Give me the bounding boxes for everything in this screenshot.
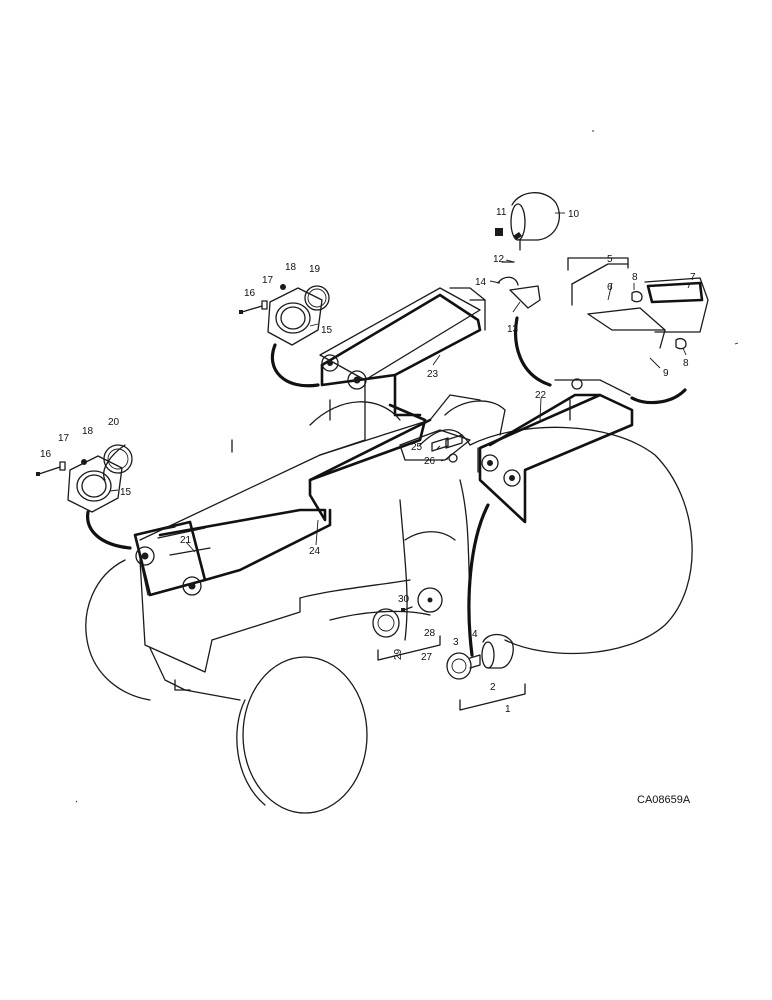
- cab-panels: [139, 287, 631, 541]
- callout-8-lower: 8: [683, 358, 689, 369]
- lamp-housing-15-upper: [267, 287, 323, 346]
- callout-8-upper: 8: [632, 272, 638, 283]
- callout-14: 14: [475, 277, 487, 288]
- beacon-lamp-parts: [446, 633, 514, 680]
- drawing-code: CA08659A: [637, 794, 691, 806]
- callout-3: 3: [453, 637, 459, 648]
- callout-18-lower: 18: [82, 426, 94, 437]
- leader-arcs: [86, 316, 687, 657]
- callout-labels: 1 2 3 4 5 6 7 8 8 9 10 11 12 13 14 15 15…: [40, 207, 696, 715]
- callout-25: 25: [411, 442, 423, 453]
- callout-2: 2: [490, 682, 496, 693]
- callout-30: 30: [398, 594, 410, 605]
- callout-17-upper: 17: [262, 275, 274, 286]
- fasteners-lower: [36, 459, 87, 476]
- bracket-21: [157, 527, 211, 556]
- callout-12: 12: [493, 254, 505, 265]
- flasher-parts: [372, 587, 443, 638]
- group-brackets: [377, 257, 629, 711]
- callout-5: 5: [607, 254, 613, 265]
- callout-24: 24: [309, 546, 321, 557]
- callout-7: 7: [690, 272, 696, 283]
- wiring-harness: [133, 293, 634, 597]
- callout-15-lower: 15: [120, 487, 132, 498]
- rear-lamps: [135, 354, 583, 596]
- lenses: [103, 285, 330, 474]
- work-lamp-10: [495, 192, 561, 309]
- callout-22: 22: [535, 390, 547, 401]
- callout-20: 20: [108, 417, 120, 428]
- callout-15-upper: 15: [321, 325, 333, 336]
- callout-16-upper: 16: [244, 288, 256, 299]
- lamp-housing-15-lower: [67, 455, 123, 513]
- callout-16-lower: 16: [40, 449, 52, 460]
- callout-6: 6: [607, 282, 613, 293]
- callout-9: 9: [663, 368, 669, 379]
- stray-marks: [75, 130, 739, 803]
- tractor-outline: [85, 399, 693, 814]
- callout-1: 1: [505, 704, 511, 715]
- switches: [431, 434, 463, 463]
- fasteners-upper: [239, 284, 286, 314]
- callout-18-upper: 18: [285, 262, 297, 273]
- callout-27: 27: [421, 652, 433, 663]
- callout-17-lower: 17: [58, 433, 70, 444]
- tail-light-assembly: [571, 263, 709, 350]
- callout-13: 13: [507, 324, 519, 335]
- callout-4: 4: [472, 629, 478, 640]
- callout-10: 10: [568, 209, 580, 220]
- callout-11: 11: [496, 207, 507, 218]
- callout-leaders: [109, 212, 691, 553]
- callout-19: 19: [309, 264, 321, 275]
- callout-26: 26: [424, 456, 436, 467]
- callout-29: 29: [393, 648, 404, 660]
- callout-21: 21: [180, 535, 192, 546]
- callout-28: 28: [424, 628, 436, 639]
- callout-23: 23: [427, 369, 439, 380]
